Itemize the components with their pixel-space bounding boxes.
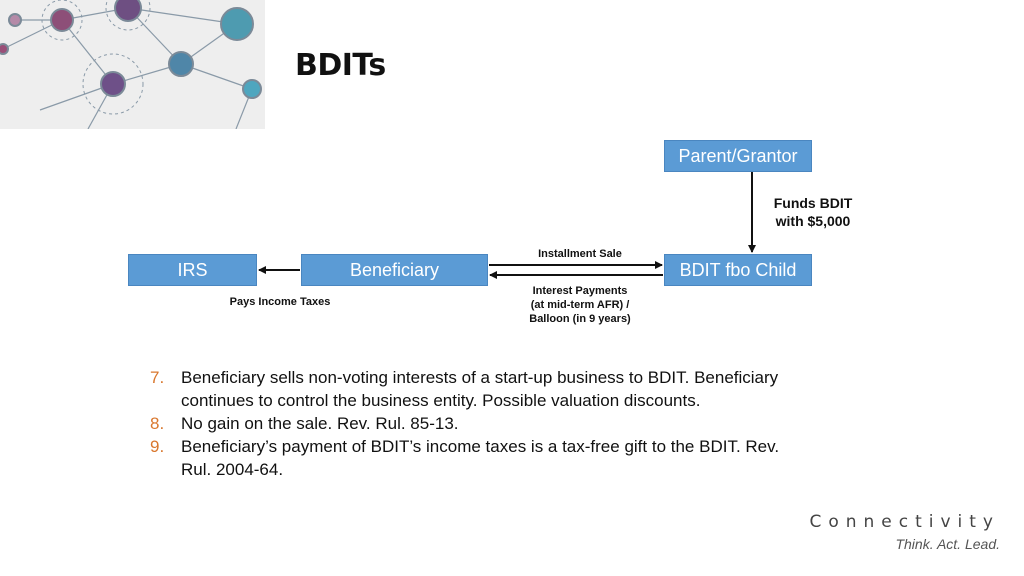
bdit-label: BDIT fbo Child xyxy=(679,259,797,280)
page-title: BDITs xyxy=(295,48,386,83)
notes-list: 7. Beneficiary sells non-voting interest… xyxy=(150,366,810,481)
list-text: No gain on the sale. Rev. Rul. 85-13. xyxy=(181,414,459,433)
bdit-box: BDIT fbo Child xyxy=(664,254,812,286)
brand-logo: Connectivity Think. Act. Lead. xyxy=(809,512,1000,552)
list-item: 7. Beneficiary sells non-voting interest… xyxy=(150,366,810,412)
interest-line-2: (at mid-term AFR) / xyxy=(530,299,630,311)
parent-grantor-box: Parent/Grantor xyxy=(664,140,812,172)
list-number: 8. xyxy=(150,414,165,433)
brand-tagline: Think. Act. Lead. xyxy=(895,536,1000,552)
pays-income-taxes-label: Pays Income Taxes xyxy=(229,296,331,308)
installment-sale-label: Installment Sale xyxy=(538,248,622,260)
funds-line-1: Funds BDIT xyxy=(773,195,853,211)
list-text: Beneficiary’s payment of BDIT’s income t… xyxy=(181,437,780,479)
interest-line-1: Interest Payments xyxy=(532,285,628,297)
irs-label: IRS xyxy=(177,259,208,280)
irs-box: IRS xyxy=(128,254,257,286)
list-number: 9. xyxy=(150,437,165,456)
interest-line-3: Balloon (in 9 years) xyxy=(529,313,631,325)
funds-bdit-label: Funds BDIT with $5,000 xyxy=(758,194,868,230)
list-item: 9. Beneficiary’s payment of BDIT’s incom… xyxy=(150,435,810,481)
funds-line-2: with $5,000 xyxy=(775,213,851,229)
list-item: 8. No gain on the sale. Rev. Rul. 85-13. xyxy=(150,412,810,435)
list-number: 7. xyxy=(150,368,165,387)
list-text: Beneficiary sells non-voting interests o… xyxy=(181,368,779,410)
brand-name: Connectivity xyxy=(809,512,1000,532)
beneficiary-box: Beneficiary xyxy=(301,254,488,286)
network-decoration-image xyxy=(0,0,265,129)
parent-grantor-label: Parent/Grantor xyxy=(678,145,798,166)
interest-payments-label: Interest Payments (at mid-term AFR) / Ba… xyxy=(505,284,655,326)
beneficiary-label: Beneficiary xyxy=(349,259,440,280)
